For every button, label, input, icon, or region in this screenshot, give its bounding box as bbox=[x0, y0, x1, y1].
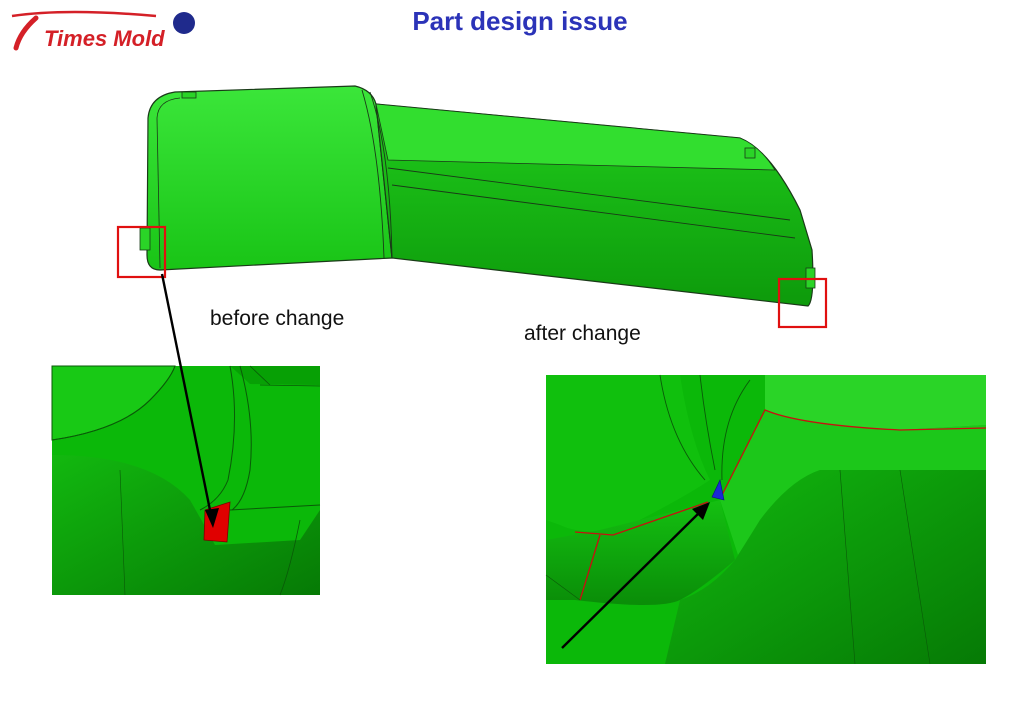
logo-dot bbox=[173, 12, 195, 34]
main-part-model bbox=[139, 85, 816, 307]
highlight-box-right bbox=[777, 277, 828, 329]
after-change-label: after change bbox=[524, 322, 641, 345]
highlight-box-left bbox=[116, 225, 167, 279]
before-change-detail bbox=[51, 365, 321, 596]
page-title: Part design issue bbox=[412, 6, 628, 36]
after-change-detail bbox=[545, 374, 987, 665]
arrow-before bbox=[160, 273, 219, 528]
fixed-face bbox=[711, 479, 725, 501]
times-mold-logo: Times Mold bbox=[11, 10, 195, 51]
before-change-label: before change bbox=[210, 307, 345, 330]
logo-wordmark: Times Mold bbox=[44, 26, 165, 51]
arrow-after bbox=[561, 502, 710, 649]
